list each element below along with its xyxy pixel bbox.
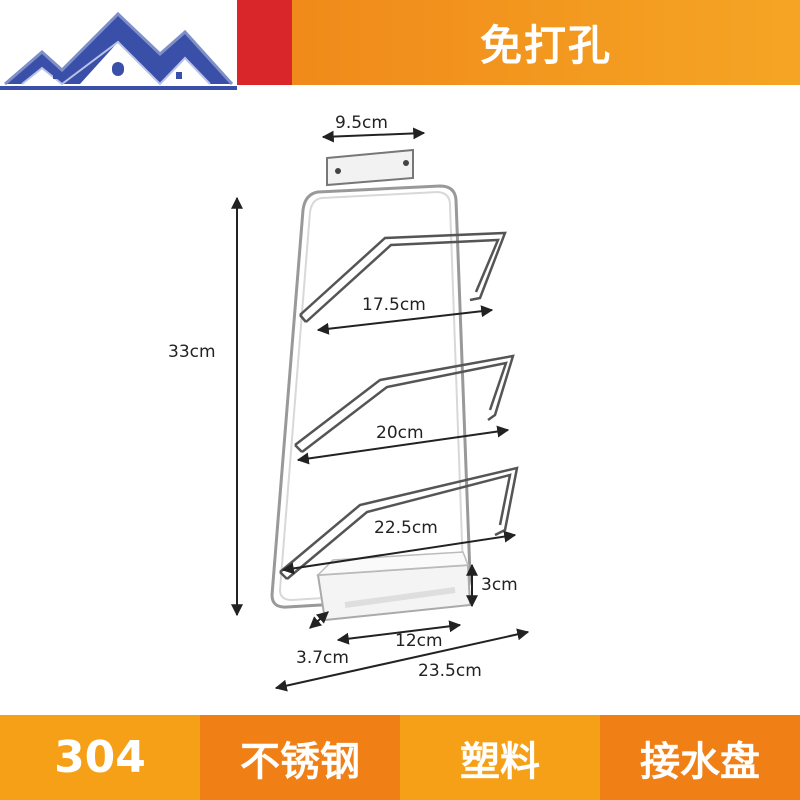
feature-cell-plastic: 塑料: [400, 715, 600, 800]
red-accent-block: [237, 0, 292, 85]
label-tray-width: 12cm: [395, 631, 443, 651]
feature-cell-drip-tray: 接水盘: [600, 715, 800, 800]
feature-bar: 304 不锈钢 塑料 接水盘: [0, 715, 800, 800]
wire-rack-top: [299, 231, 507, 323]
feature-cell-304: 304: [0, 715, 200, 800]
label-rack2: 20cm: [376, 423, 424, 443]
dim-line-rack1: [316, 305, 494, 335]
top-banner: 免打孔: [0, 0, 800, 100]
label-total-width: 23.5cm: [418, 661, 482, 681]
title-banner: 免打孔: [292, 0, 800, 85]
dim-line-rack3: [281, 530, 517, 575]
label-top-width: 9.5cm: [335, 113, 388, 133]
label-rack3: 22.5cm: [374, 518, 438, 538]
label-rack1: 17.5cm: [362, 295, 426, 315]
label-height: 33cm: [168, 342, 216, 362]
dim-line-total-width: [274, 628, 530, 692]
banner-title: 免打孔: [479, 21, 612, 70]
mounting-plate: [326, 148, 414, 187]
logo: [0, 0, 237, 100]
label-tray-depth: 3.7cm: [296, 648, 349, 668]
dim-line-top-width: [321, 127, 426, 143]
dim-line-rack2: [296, 425, 510, 465]
house-logo-icon: [0, 11, 237, 90]
feature-cell-stainless: 不锈钢: [200, 715, 400, 800]
label-tray-height: 3cm: [481, 575, 518, 595]
dim-line-tray-depth: [309, 611, 329, 629]
